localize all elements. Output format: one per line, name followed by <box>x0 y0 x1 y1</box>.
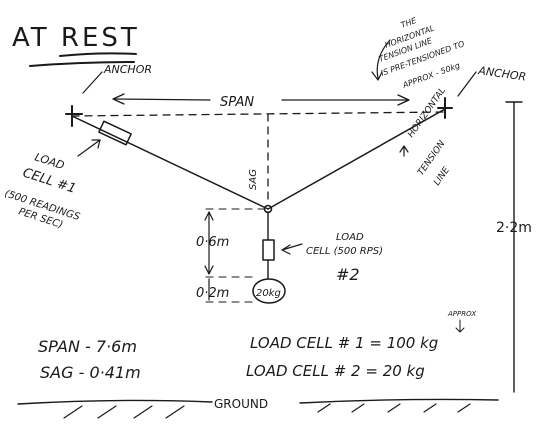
cable-right <box>267 108 446 210</box>
ground-hatching <box>63 403 471 419</box>
summary-load-cell-1: LOAD CELL # 1 = 100 kg <box>250 334 438 352</box>
drop-upper-label: 0·6m <box>196 235 229 250</box>
horizontal-tension-label-3: LINE <box>432 165 452 187</box>
ground-label: GROUND <box>214 397 268 411</box>
load-cell-2-label-line1: LOAD <box>336 232 364 243</box>
cable-left <box>71 115 269 210</box>
weight <box>252 278 286 304</box>
weight-label: 20kg <box>256 288 281 299</box>
load-cell-2-label-line2: CELL (500 RPS) <box>306 246 383 257</box>
span-arrow-left <box>113 98 211 101</box>
span-arrowhead-right <box>397 94 410 106</box>
pretension-note-arrow <box>371 39 391 81</box>
anchor-right-label: ANCHOR <box>477 64 527 84</box>
height-label: 2·2m <box>496 220 532 236</box>
span-arrowhead-left <box>112 93 125 105</box>
title-underline-2 <box>29 61 135 67</box>
anchor-left-label: ANCHOR <box>103 63 152 76</box>
drop-lower-label: 0·2m <box>196 286 229 301</box>
summary-span: SPAN - 7·6m <box>38 337 137 356</box>
approx-label: APPROX <box>447 310 476 318</box>
sag-label: SAG <box>248 169 259 190</box>
load-cell-2-arrow <box>281 243 303 255</box>
title-underline <box>59 52 137 57</box>
approx-arrow <box>455 319 465 333</box>
horizontal-tension-arrow <box>399 145 409 157</box>
anchor-left-arrow <box>82 71 103 94</box>
load-cell-2-label-line3: #2 <box>336 265 360 284</box>
summary-sag: SAG - 0·41m <box>40 363 141 382</box>
anchor-right-arrow <box>457 71 477 97</box>
load-cell-2 <box>262 239 275 261</box>
load-cell-1-arrow <box>77 139 101 157</box>
horizontal-tension-line <box>71 111 446 117</box>
load-cell-1-label-line2: CELL #1 <box>21 166 78 197</box>
drop-upper-arrowheads <box>204 211 214 275</box>
ground-line <box>17 398 499 405</box>
load-cell-1 <box>98 120 132 146</box>
pretension-note-line1: THE <box>400 16 419 30</box>
span-label: SPAN <box>220 95 254 110</box>
title: AT REST <box>12 23 140 53</box>
summary-load-cell-2: LOAD CELL # 2 = 20 kg <box>246 362 425 380</box>
